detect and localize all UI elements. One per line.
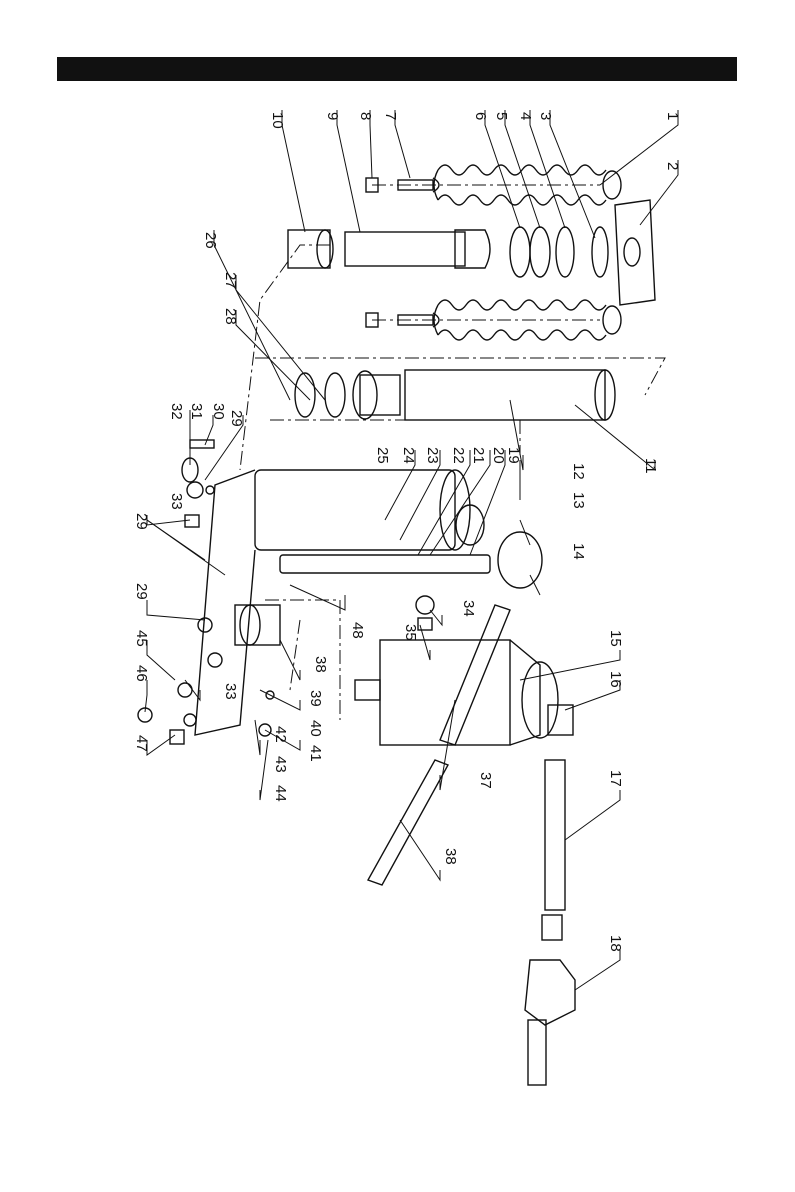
coupler [548, 705, 573, 735]
part-label-3: 3 [537, 112, 554, 120]
part-label-2: 2 [664, 162, 681, 170]
part-label-7: 7 [382, 112, 399, 120]
part-label-35: 35 [402, 624, 419, 641]
part-label-22: 22 [450, 447, 467, 464]
part-label-29-mid: 29 [133, 513, 150, 530]
top-cap [288, 230, 333, 268]
part-label-6: 6 [472, 112, 489, 120]
part-label-1: 1 [664, 112, 681, 120]
part-label-46: 46 [133, 665, 150, 682]
part-label-10: 10 [269, 112, 286, 129]
top-plate [615, 200, 655, 305]
part-label-18: 18 [607, 935, 624, 952]
part-label-38-upper: 38 [312, 656, 329, 673]
part-label-38-lower: 38 [442, 848, 459, 865]
part-label-45: 45 [133, 630, 150, 647]
part-label-43: 43 [272, 756, 289, 773]
pump-plunger [280, 532, 542, 588]
part-label-15: 15 [607, 630, 624, 647]
part-label-40: 40 [307, 720, 324, 737]
part-label-5: 5 [493, 112, 510, 120]
release-pin [182, 440, 214, 482]
part-label-17: 17 [607, 770, 624, 787]
part-label-33-top: 33 [168, 493, 185, 510]
air-hose [542, 760, 565, 940]
part-label-48: 48 [349, 622, 366, 639]
part-label-12: 12 [570, 463, 587, 480]
part-label-20: 20 [490, 447, 507, 464]
part-label-32: 32 [168, 403, 185, 420]
handle-extension [368, 760, 448, 885]
part-label-13: 13 [570, 492, 587, 509]
air-motor-block [355, 640, 558, 745]
part-label-16: 16 [607, 671, 624, 688]
part-label-25: 25 [374, 447, 391, 464]
part-label-23: 23 [424, 447, 441, 464]
part-label-31: 31 [188, 403, 205, 420]
part-label-11: 11 [642, 458, 659, 474]
base-boss [235, 605, 280, 645]
part-label-29-top: 29 [228, 410, 245, 427]
part-label-8: 8 [357, 112, 374, 120]
part-label-47: 47 [133, 735, 150, 752]
part-label-30: 30 [210, 403, 227, 420]
part-label-28: 28 [222, 308, 239, 325]
part-label-33-low: 33 [222, 683, 239, 700]
part-label-24: 24 [400, 447, 417, 464]
piston-rod [345, 230, 490, 268]
part-label-34: 34 [460, 600, 477, 617]
part-label-29-low: 29 [133, 583, 150, 600]
part-label-14: 14 [570, 543, 587, 560]
part-label-26: 26 [202, 232, 219, 249]
part-label-44: 44 [272, 785, 289, 802]
part-label-9: 9 [324, 112, 341, 120]
part-labels: 1 2 3 4 5 6 7 8 9 10 11 12 13 14 15 16 1… [133, 112, 681, 952]
part-label-21: 21 [470, 447, 487, 464]
seal-stack [295, 371, 400, 419]
part-label-42: 42 [272, 726, 289, 743]
air-valve [525, 960, 575, 1085]
part-label-37: 37 [477, 772, 494, 789]
part-label-4: 4 [517, 112, 534, 120]
part-label-39: 39 [307, 690, 324, 707]
part-label-41: 41 [307, 745, 324, 762]
part-label-27: 27 [222, 272, 239, 289]
